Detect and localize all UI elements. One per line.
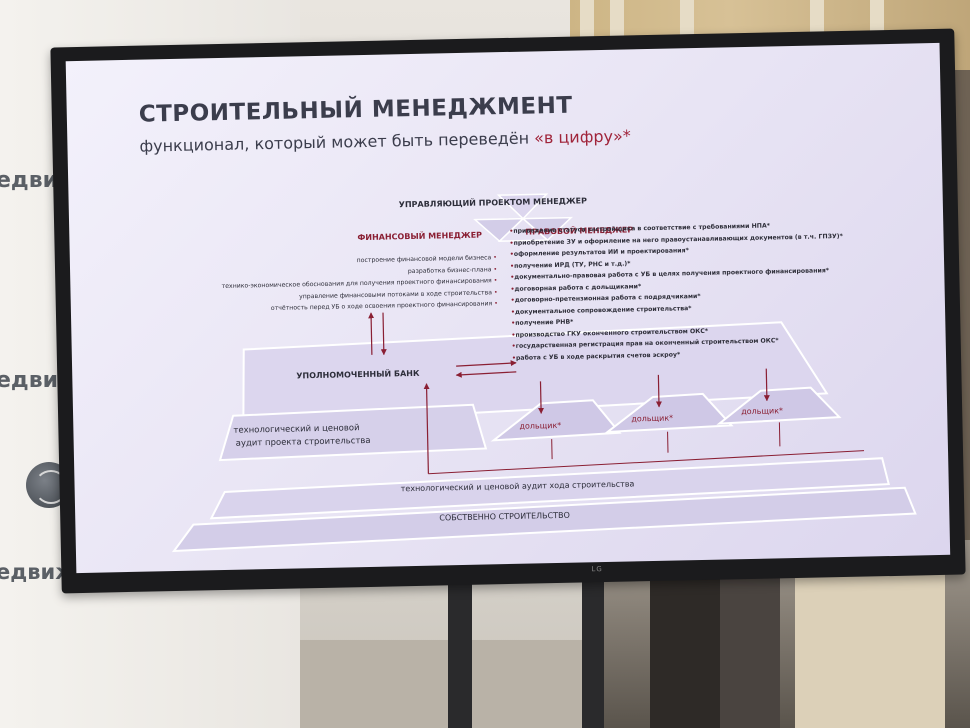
pyramid-top bbox=[496, 193, 549, 220]
arrow bbox=[368, 312, 375, 355]
shareholder-shape bbox=[490, 399, 622, 442]
arrow bbox=[380, 312, 387, 356]
audit-project-shape bbox=[218, 403, 488, 462]
subtitle-highlight: «в цифру»* bbox=[533, 126, 631, 148]
financial-tasks-list: построение финансовой модели бизнеса раз… bbox=[162, 252, 498, 317]
arrow bbox=[455, 371, 517, 378]
tv-stand-leg bbox=[582, 545, 604, 728]
construction-shape bbox=[171, 486, 917, 553]
shareholder-shape bbox=[716, 386, 842, 425]
tv-stand-leg bbox=[448, 558, 472, 728]
shareholder-label: дольщик* bbox=[519, 420, 562, 431]
legal-tasks-list: приведение статуса застройщика в соответ… bbox=[509, 219, 845, 364]
shareholder-shape bbox=[604, 392, 734, 434]
connector bbox=[428, 450, 865, 475]
arrow bbox=[456, 360, 517, 367]
connector bbox=[778, 422, 781, 447]
audit-construction-shape bbox=[209, 457, 890, 520]
tv-monitor: LG bbox=[50, 28, 966, 594]
shareholder-label: дольщик* bbox=[741, 406, 784, 417]
arrow bbox=[655, 374, 662, 408]
arrow bbox=[423, 383, 430, 474]
presentation-slide: СТРОИТЕЛЬНЫЙ МЕНЕДЖМЕНТ функционал, кото… bbox=[65, 42, 951, 574]
arrow bbox=[763, 368, 770, 402]
shareholder-label: дольщик* bbox=[631, 413, 674, 424]
arrow bbox=[538, 381, 545, 414]
tv-brand-logo: LG bbox=[591, 565, 603, 574]
